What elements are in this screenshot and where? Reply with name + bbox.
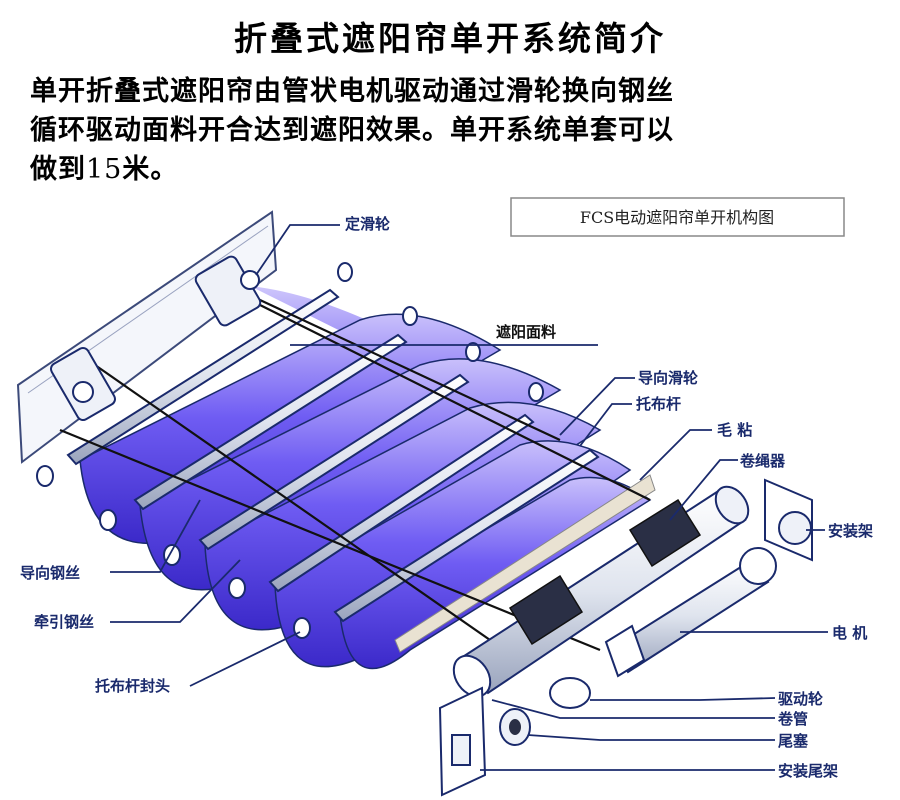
guide-wire-line — [229, 289, 651, 501]
label-motor: 电 机 — [832, 624, 867, 642]
rope-winder-2 — [628, 498, 702, 568]
label-bar-end-cap: 托布杆封头 — [95, 677, 170, 695]
diagram-caption-box: FCS电动遮阳帘单开机构图 — [510, 197, 845, 237]
end-cap-top-2 — [402, 306, 418, 326]
callout-lines — [110, 224, 828, 771]
callout-line-traction-wire — [110, 559, 241, 623]
callout-line-end-cap — [189, 631, 301, 687]
callout-line-velcro — [639, 429, 712, 481]
support-bar-3 — [198, 373, 470, 551]
bar-end-caps — [36, 262, 544, 639]
intro-line-2: 循环驱动面料开合达到遮阳效果。单开系统单套可以 — [30, 115, 674, 146]
guide-wire-lower — [59, 428, 601, 652]
pulley-left — [72, 381, 94, 403]
end-cap-1 — [36, 465, 54, 487]
callout-line-guide-wire — [110, 499, 201, 573]
label-support-bar: 托布杆 — [636, 395, 681, 413]
end-cap-2 — [99, 509, 117, 531]
intro-paragraph: 单开折叠式遮阳帘由管状电机驱动通过滑轮换向钢丝 循环驱动面料开合达到遮阳效果。单… — [30, 72, 880, 189]
label-rope-winder: 卷绳器 — [739, 452, 786, 470]
mounting-bracket — [764, 478, 813, 562]
end-cap-top-3 — [465, 342, 481, 362]
intro-line-3-suffix: 米。 — [122, 154, 179, 185]
callout-line-end-plug — [527, 734, 775, 741]
support-bar-1 — [66, 288, 340, 466]
caption-frame — [510, 197, 845, 237]
drive-wheel — [549, 677, 591, 709]
end-cap-3 — [163, 544, 181, 566]
label-end-bracket: 安装尾架 — [778, 762, 838, 780]
label-traction-wire: 牵引钢丝 — [34, 613, 94, 631]
support-bar-4 — [268, 413, 535, 593]
label-guide-wire: 导向钢丝 — [20, 564, 80, 582]
callout-line-roll-tube — [491, 699, 775, 719]
rope-winders — [508, 498, 702, 646]
callout-labels: 定滑轮 遮阳面料 导向滑轮 托布杆 毛 粘 卷绳器 安装架 导向钢丝 牵引钢丝 … — [20, 215, 873, 780]
end-cap-top-1 — [337, 262, 353, 282]
traction-wire-upper — [259, 299, 561, 441]
label-fabric: 遮阳面料 — [496, 323, 556, 341]
callout-line-fixed-pulley — [255, 224, 340, 276]
rope-winder-1 — [508, 574, 584, 646]
callout-line-drive-wheel — [590, 697, 776, 701]
traction-wire-line — [94, 364, 491, 641]
label-roll-tube: 卷管 — [777, 710, 808, 728]
diagram-caption: FCS电动遮阳帘单开机构图 — [580, 208, 774, 227]
end-cap-top-4 — [528, 382, 544, 402]
end-bracket — [438, 686, 487, 797]
intro-line-1: 单开折叠式遮阳帘由管状电机驱动通过滑轮换向钢丝 — [30, 76, 674, 107]
end-cap-5 — [293, 617, 311, 639]
label-fixed-pulley: 定滑轮 — [345, 215, 390, 233]
end-plug — [499, 708, 531, 746]
callout-line-guide-pulley — [559, 377, 635, 436]
label-mount-bracket: 安装架 — [828, 522, 873, 540]
tubular-motor — [604, 547, 777, 678]
support-bars — [66, 288, 600, 623]
label-end-plug: 尾塞 — [778, 732, 809, 750]
velcro-strip — [394, 474, 656, 653]
label-velcro: 毛 粘 — [717, 421, 752, 439]
fixed-pulley — [240, 270, 260, 290]
label-guide-pulley: 导向滑轮 — [638, 369, 698, 387]
label-drive-wheel: 驱动轮 — [778, 690, 823, 708]
support-bar-2 — [133, 333, 408, 511]
intro-line-3-prefix: 做到 — [30, 154, 86, 185]
intro-line-3-number: 15 — [86, 154, 123, 185]
wall-brackets — [50, 255, 262, 422]
callout-line-support-bar — [579, 403, 632, 447]
page-title: 折叠式遮阳帘单开系统简介 — [234, 19, 666, 58]
steel-wires — [59, 289, 651, 652]
end-cap-4 — [228, 577, 246, 599]
callout-line-rope-winder — [669, 459, 738, 521]
